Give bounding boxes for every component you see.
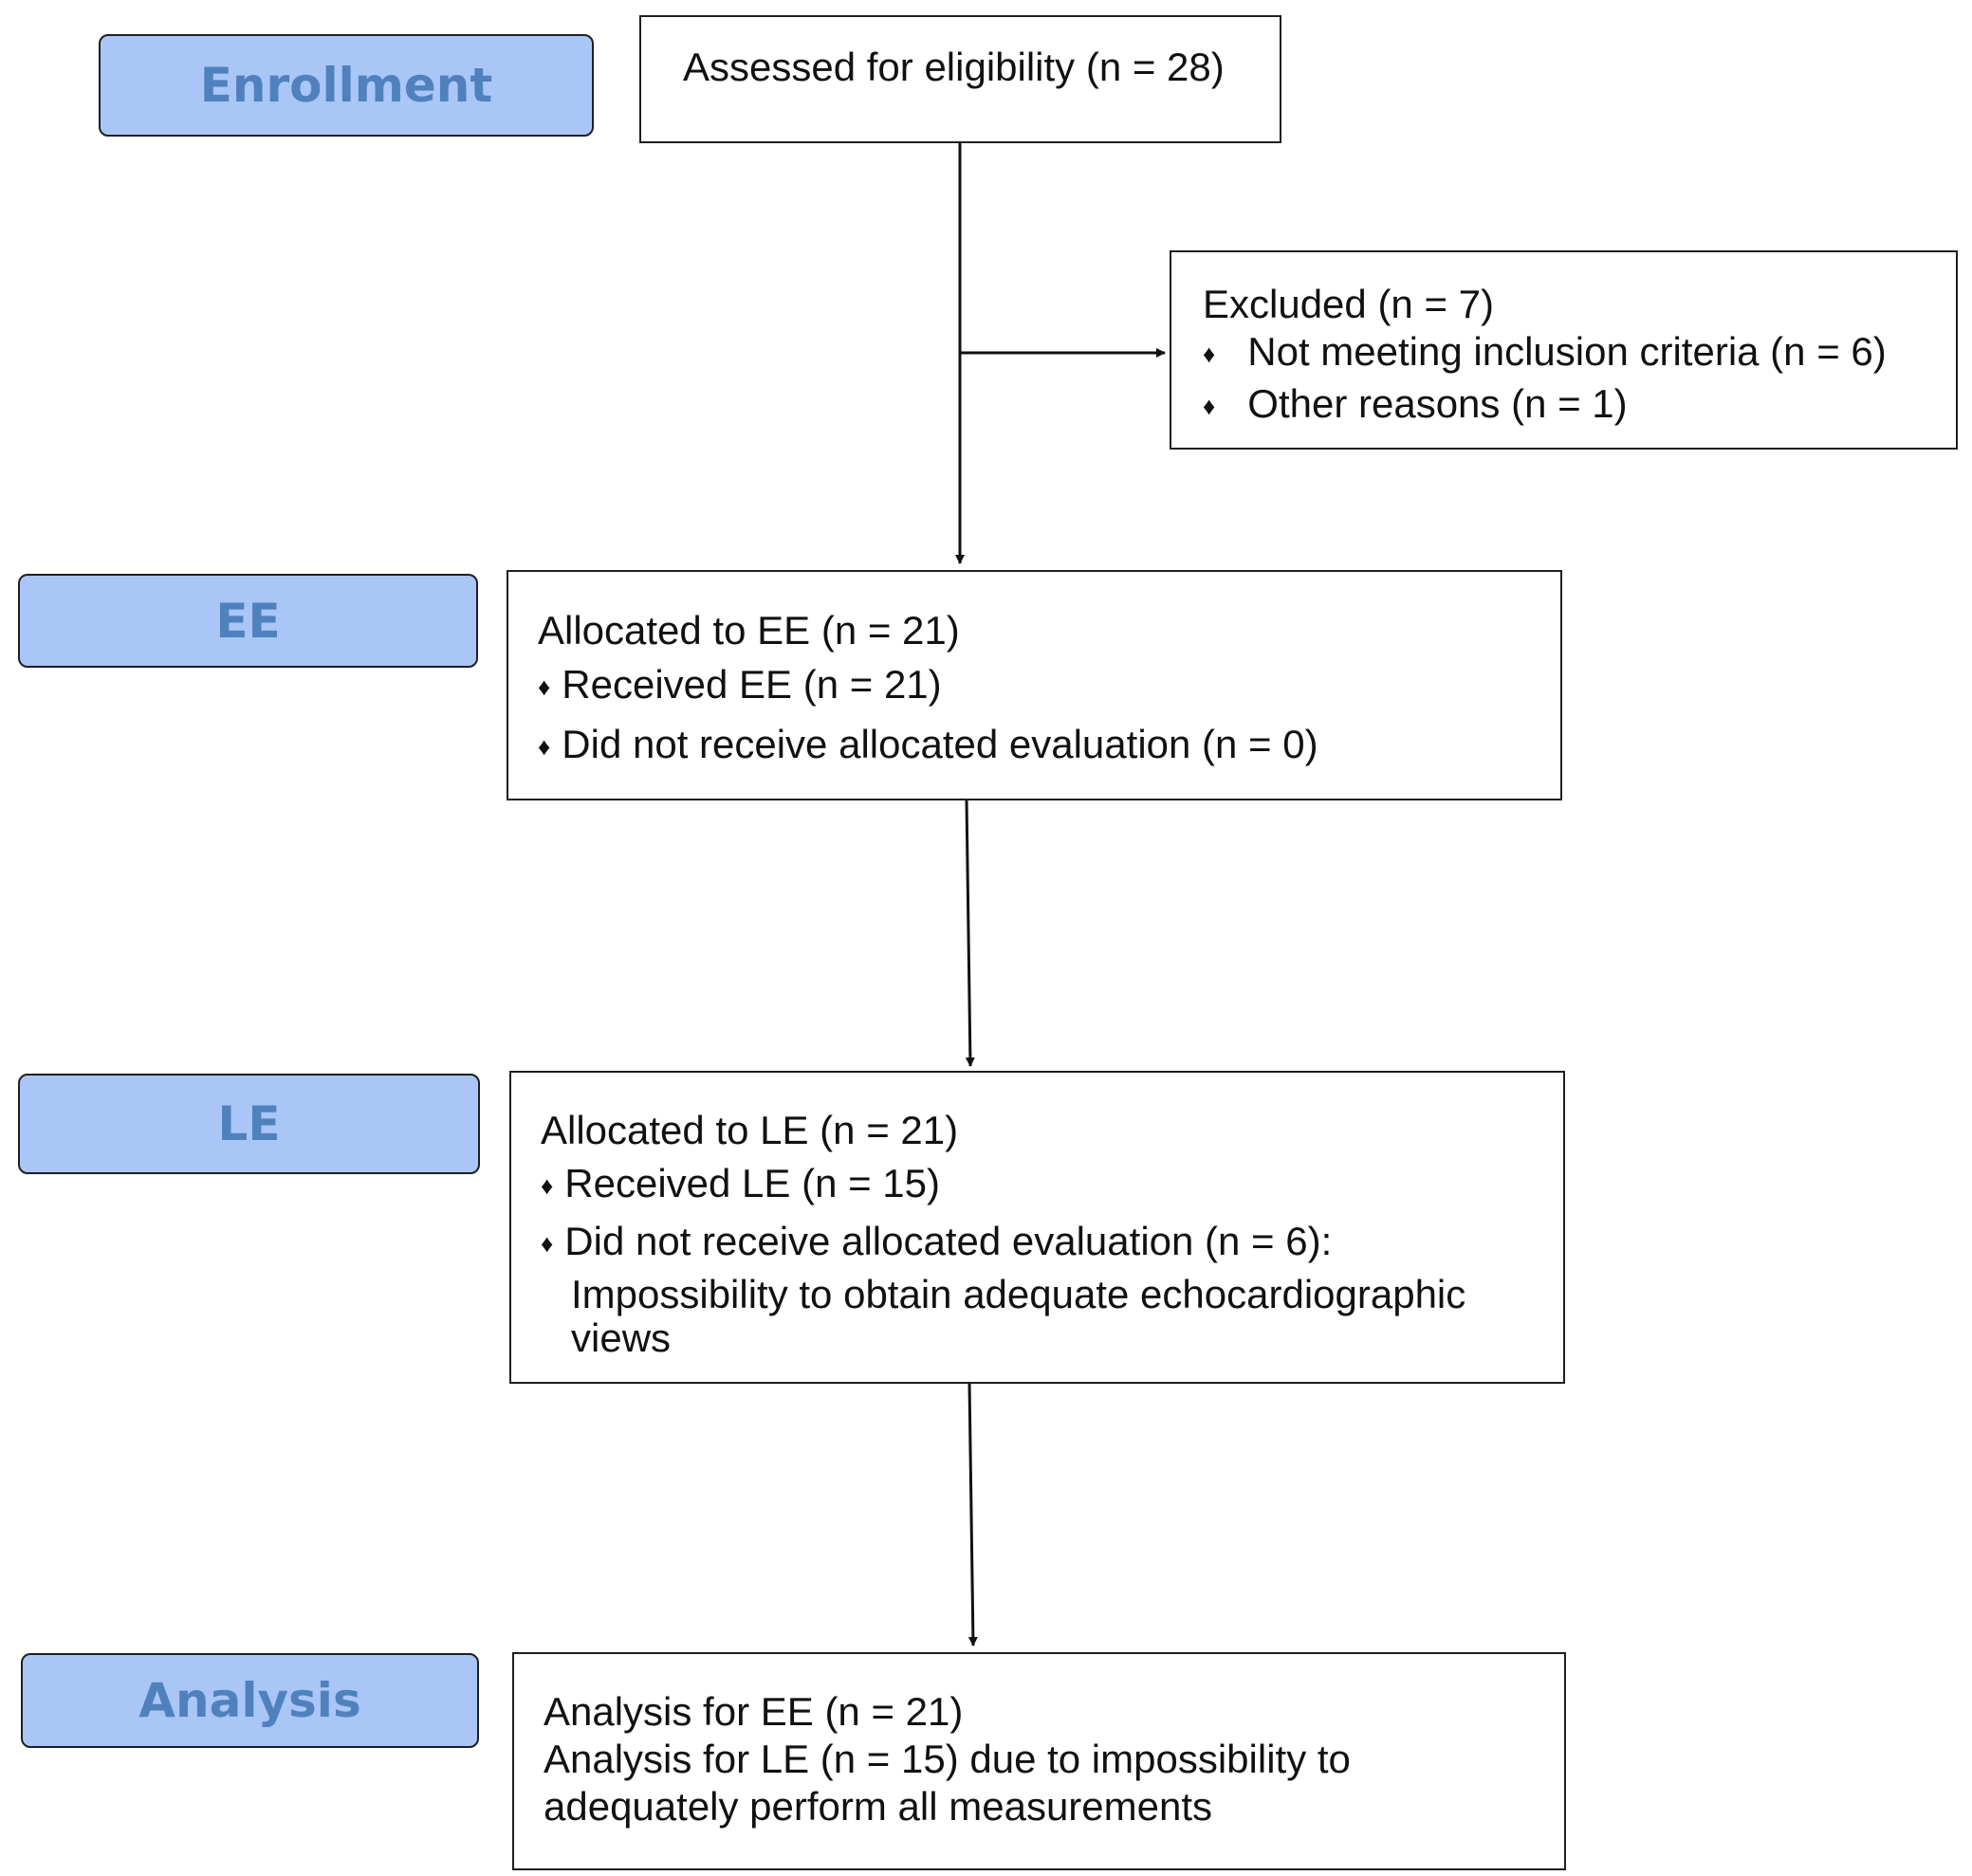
le-item: ♦ Did not receive allocated evaluation (… — [541, 1215, 1563, 1273]
arrow-ee-to-le — [965, 800, 975, 1067]
le-item: ♦ Received LE (n = 15) — [541, 1157, 1563, 1215]
arrow-le-to-analysis — [968, 1383, 978, 1646]
diamond-bullet-icon: ♦ — [538, 672, 551, 701]
diamond-bullet-icon: ♦ — [1203, 392, 1216, 420]
le-note: Impossibility to obtain adequate echocar… — [541, 1273, 1563, 1360]
excluded-item: ♦ Other reasons (n = 1) — [1203, 380, 1956, 432]
le-item-text: Did not receive allocated evaluation (n … — [564, 1219, 1333, 1263]
excluded-item-text: Other reasons (n = 1) — [1247, 381, 1628, 426]
le-item-text: Received LE (n = 15) — [564, 1161, 940, 1205]
le-note-line: Impossibility to obtain adequate echocar… — [571, 1272, 1466, 1316]
stage-label-le: LE — [18, 1074, 480, 1174]
ee-item: ♦ Did not receive allocated evaluation (… — [538, 717, 1560, 777]
analysis-box: Analysis for EE (n = 21) Analysis for LE… — [512, 1652, 1566, 1870]
ee-item-text: Received EE (n = 21) — [562, 662, 942, 707]
analysis-line: adequately perform all measurements — [544, 1784, 1213, 1829]
excluded-box: Excluded (n = 7) ♦ Not meeting inclusion… — [1170, 250, 1958, 450]
stage-label-analysis: Analysis — [21, 1653, 479, 1748]
ee-allocated-title: Allocated to EE (n = 21) — [538, 608, 960, 653]
ee-allocation-box: Allocated to EE (n = 21) ♦ Received EE (… — [507, 570, 1562, 800]
excluded-item: ♦ Not meeting inclusion criteria (n = 6) — [1203, 328, 1956, 380]
excluded-item-text: Not meeting inclusion criteria (n = 6) — [1247, 329, 1887, 374]
analysis-line: Analysis for LE (n = 15) due to impossib… — [544, 1737, 1351, 1781]
excluded-title: Excluded (n = 7) — [1203, 282, 1495, 326]
assessed-box: Assessed for eligibility (n = 28) — [639, 15, 1281, 143]
diamond-bullet-icon: ♦ — [1203, 340, 1216, 368]
ee-item-text: Did not receive allocated evaluation (n … — [562, 722, 1318, 766]
diamond-bullet-icon: ♦ — [541, 1229, 554, 1258]
le-note-line: views — [571, 1315, 672, 1360]
analysis-line: Analysis for EE (n = 21) — [544, 1689, 964, 1734]
stage-label-enrollment: Enrollment — [99, 34, 594, 137]
assessed-text: Assessed for eligibility (n = 28) — [683, 45, 1225, 89]
stage-label-ee: EE — [18, 574, 478, 668]
le-allocated-title: Allocated to LE (n = 21) — [541, 1108, 959, 1152]
diamond-bullet-icon: ♦ — [541, 1171, 554, 1200]
diamond-bullet-icon: ♦ — [538, 732, 551, 761]
ee-item: ♦ Received EE (n = 21) — [538, 657, 1560, 717]
le-allocation-box: Allocated to LE (n = 21) ♦ Received LE (… — [509, 1071, 1565, 1384]
